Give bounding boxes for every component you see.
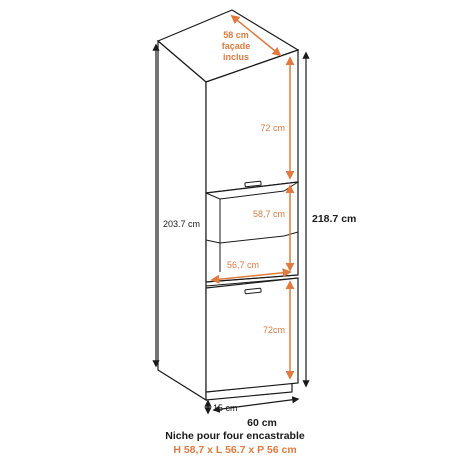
label-width: 60 cm <box>247 417 277 429</box>
label-depth-1: 58 cm <box>223 30 249 40</box>
depth-line <box>230 14 282 57</box>
label-lower-door: 72cm <box>263 325 285 335</box>
label-body-height: 203.7 cm <box>163 219 200 229</box>
caption-spec: H 58,7 x L 56.7 x P 56 cm <box>173 444 297 456</box>
caption-title: Niche pour four encastrable <box>165 430 305 442</box>
upper-door-handle <box>244 180 262 188</box>
label-depth-2: façade <box>222 41 251 51</box>
label-niche-height: 58,7 cm <box>253 209 285 219</box>
niche-width-line <box>210 268 292 284</box>
lower-door-handle <box>244 287 262 295</box>
width-line <box>212 396 300 413</box>
label-niche-width: 56,7 cm <box>227 260 259 270</box>
label-plinth: 15 cm <box>213 403 238 413</box>
label-depth-3: inclus <box>223 52 249 62</box>
lower-door <box>205 277 299 393</box>
orange-dimensions <box>210 14 295 380</box>
black-dimensions <box>152 43 310 415</box>
label-total-height: 218.7 cm <box>312 213 356 225</box>
cabinet <box>156 9 300 402</box>
label-upper-door: 72 cm <box>260 123 285 133</box>
